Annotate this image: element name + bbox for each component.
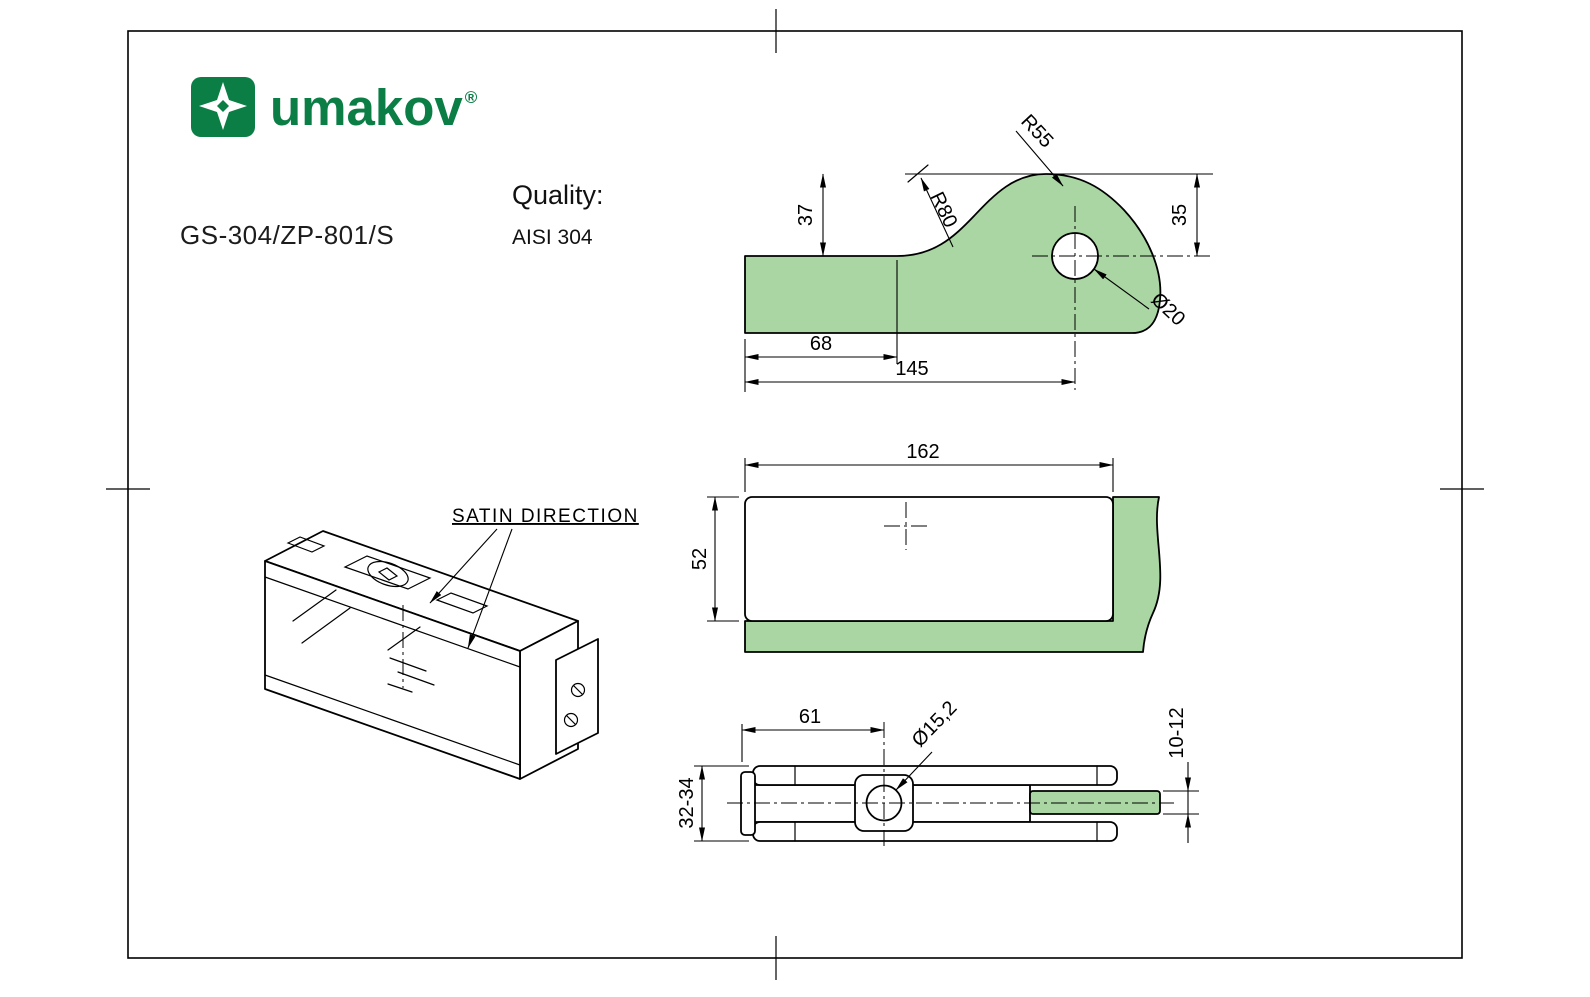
satin-reflection-line <box>387 626 421 651</box>
dim-52: 52 <box>689 496 739 622</box>
logo-star-center <box>217 100 229 112</box>
side-bottom-plate <box>752 821 1118 842</box>
dim-37-text: 37 <box>795 204 817 226</box>
dim-52-text: 52 <box>689 548 711 570</box>
cover-seam-top <box>264 576 521 668</box>
spindle-square-hole <box>377 567 399 581</box>
dim-61-text: 61 <box>799 706 821 728</box>
product-code: GS-304/ZP-801/S <box>180 220 395 250</box>
dim-35-text: 35 <box>1169 204 1191 226</box>
satin-direction-label: SATIN DIRECTION <box>452 506 639 527</box>
screw-icon <box>570 682 586 698</box>
dim-10-12-text: 10-12 <box>1166 707 1188 758</box>
top-view-glass-panel <box>744 173 1162 334</box>
iso-front-face <box>264 560 521 780</box>
satin-direction-callout: SATIN DIRECTION <box>429 506 639 649</box>
screw-icon <box>563 712 579 728</box>
dim-68: 68 <box>744 260 898 392</box>
drawing-frame <box>106 9 1484 980</box>
radius-55-text: R55 <box>1016 110 1057 152</box>
quality-label: Quality: <box>512 180 604 210</box>
side-top-plate <box>752 765 1118 786</box>
end-cap-detail <box>286 536 326 553</box>
top-view: 37 35 R55 R80 Ø20 68 <box>744 110 1213 392</box>
spindle-boss-iso <box>367 560 409 588</box>
satin-reflection-line <box>301 607 351 644</box>
dim-145: 145 <box>744 358 1076 385</box>
dim-68-text: 68 <box>810 333 832 355</box>
dim-162: 162 <box>744 441 1114 492</box>
satin-reflection-dash <box>387 683 413 693</box>
spindle-hole <box>865 784 903 822</box>
screw-slot <box>566 715 576 725</box>
dim-10-12: 10-12 <box>1163 707 1199 843</box>
registered-mark: ® <box>464 87 478 107</box>
brand-logo: umakov® <box>190 76 477 138</box>
dim-32-34: 32-34 <box>676 765 749 842</box>
dim-32-34-text: 32-34 <box>676 777 698 828</box>
dim-61: 61 <box>741 706 885 762</box>
frame-border <box>127 30 1463 959</box>
side-view: 61 Ø15,2 10-12 32-34 <box>676 697 1199 848</box>
spindle-plate-outline <box>343 555 432 590</box>
brand-name: umakov <box>270 78 463 136</box>
iso-view: SATIN DIRECTION <box>264 506 639 780</box>
dia-15-2-text: Ø15,2 <box>908 697 962 751</box>
dim-145-text: 145 <box>895 358 928 380</box>
dim-37: 37 <box>795 173 826 257</box>
brand-logo-icon <box>191 77 255 137</box>
radius-80-text: R80 <box>926 189 962 232</box>
satin-reflection-dash <box>397 671 435 686</box>
cover-seam-bottom <box>264 674 521 766</box>
dim-162-text: 162 <box>906 441 939 463</box>
dim-35: 35 <box>1169 173 1200 257</box>
tangent-tick <box>907 164 929 183</box>
front-view-cover-plate <box>744 496 1114 622</box>
satin-reflection-line <box>292 589 337 622</box>
front-view: 162 52 <box>689 441 1162 653</box>
satin-reflection-dash <box>389 657 427 672</box>
screw-slot <box>573 685 583 695</box>
brand-wordmark: umakov® <box>270 82 477 133</box>
quality-value: AISI 304 <box>512 226 593 249</box>
valve-cover-detail <box>435 592 489 614</box>
